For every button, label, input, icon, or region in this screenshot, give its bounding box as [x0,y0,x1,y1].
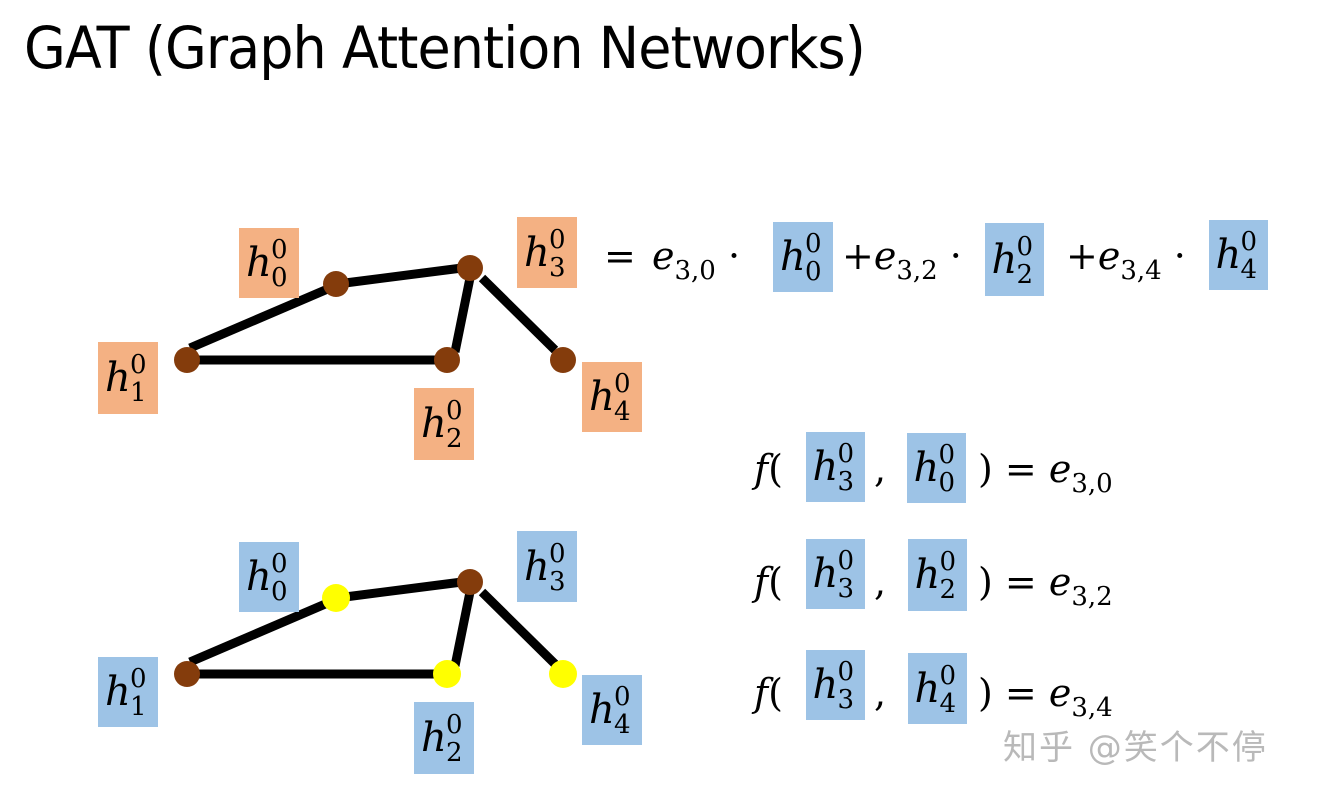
agg-coef-2: +e3,2 · [842,234,962,286]
graph-bottom-edges [188,577,559,679]
score-eq-1-result: ) = e3,2 [978,560,1113,612]
node-0 [322,584,350,612]
graph-top-nodes [174,255,576,373]
node-3 [457,569,483,595]
score-eq-1-comma: , [874,560,887,604]
node-2 [434,347,460,373]
node-3 [457,255,483,281]
node-4 [549,660,577,688]
node-1 [174,661,200,687]
node-0 [323,271,349,297]
agg-coef-0: e3,0 · [652,234,741,286]
score-eq-1-func: f( [754,560,783,604]
node-4 [550,347,576,373]
agg-coef-4: +e3,4 · [1066,234,1186,286]
node-1 [174,347,200,373]
score-eq-0-func: f( [754,447,783,491]
graph-bottom-nodes [174,569,577,688]
graph-top-edges [188,263,559,365]
agg-equals: = [604,234,636,278]
edge-3-4 [478,588,559,668]
score-eq-0-comma: , [874,447,887,491]
score-eq-0-result: ) = e3,0 [978,447,1113,499]
score-eq-2-result: ) = e3,4 [978,671,1113,723]
edge-0-3 [344,263,463,288]
edge-0-3 [344,577,463,602]
edge-1-0 [188,283,332,353]
edge-2-3 [450,277,475,353]
score-eq-2-func: f( [754,671,783,715]
edge-2-3 [450,591,475,667]
node-2 [433,660,461,688]
watermark: 知乎 @笑个不停 [1003,728,1268,768]
slide-title: GAT (Graph Attention Networks) [24,14,866,82]
edge-3-4 [478,274,559,354]
score-eq-2-comma: , [874,671,887,715]
edge-1-0 [188,597,332,667]
